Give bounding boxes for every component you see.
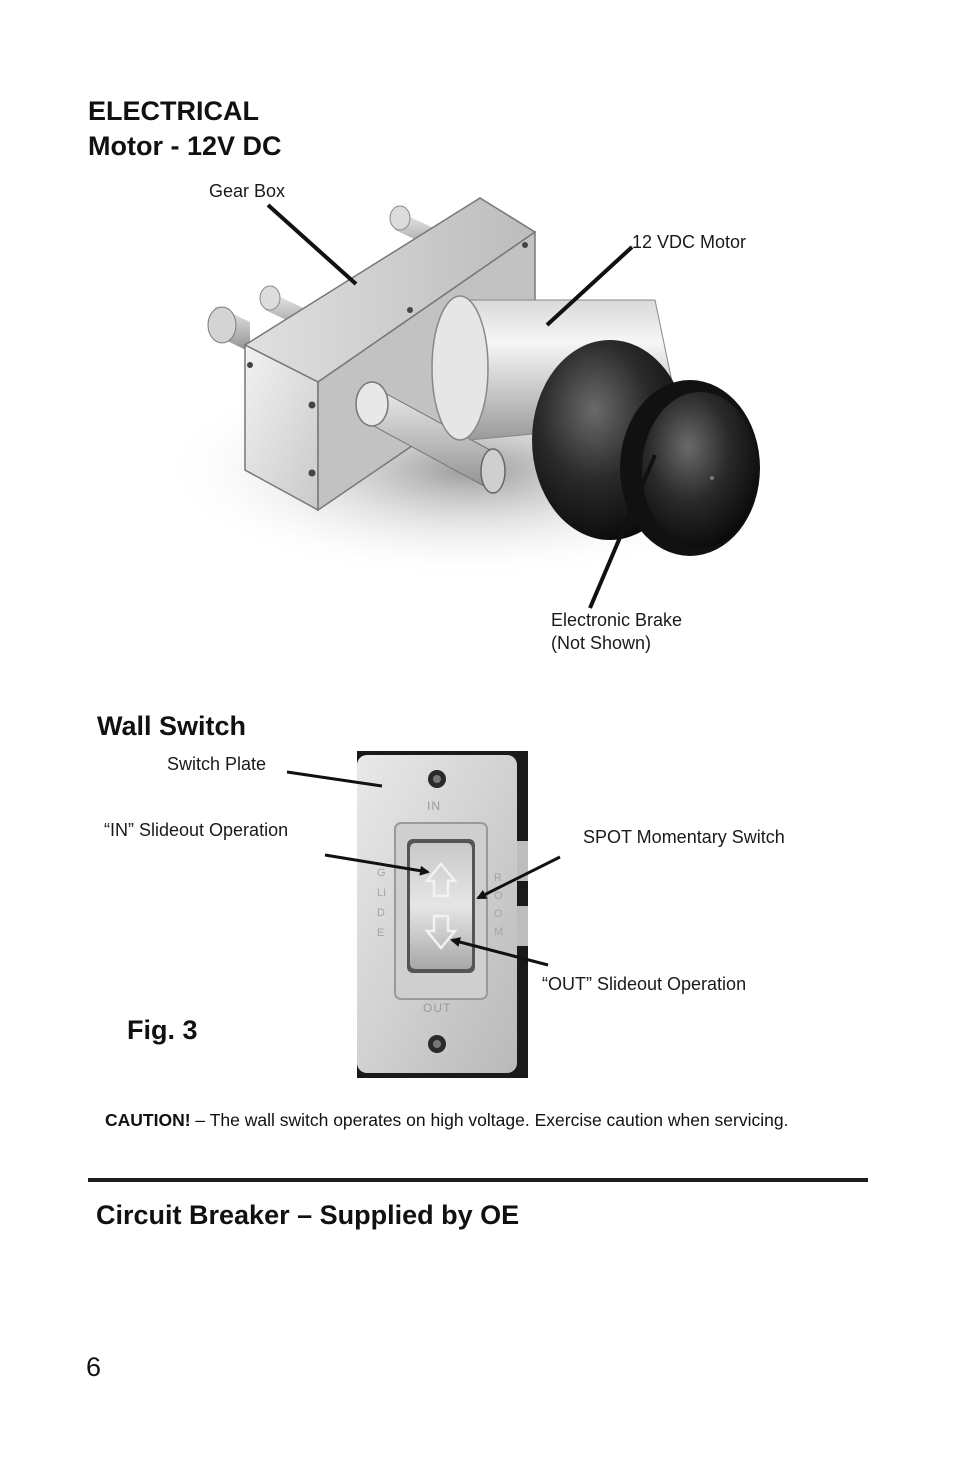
- label-spot-switch: SPOT Momentary Switch: [583, 827, 785, 847]
- out-arrow-icon: [424, 914, 458, 950]
- circuit-breaker-heading: Circuit Breaker – Supplied by OE: [96, 1200, 520, 1230]
- label-brake-line1: Electronic Brake: [551, 610, 683, 630]
- label-brake-line2: (Not Shown): [551, 633, 652, 653]
- section-divider: [88, 1178, 868, 1182]
- label-switch-plate: Switch Plate: [167, 754, 267, 774]
- caution-prefix: CAUTION!: [105, 1110, 191, 1130]
- heading-motor: Motor - 12V DC: [88, 131, 282, 161]
- motor-illustration: [160, 197, 780, 609]
- section-heading: ELECTRICAL Motor - 12V DC: [88, 94, 282, 164]
- wall-switch-photo: IN OUT GLIDE ROOM: [357, 751, 528, 1078]
- plate-text-in: IN: [427, 799, 441, 813]
- label-12vdc-motor: 12 VDC Motor: [632, 232, 747, 252]
- plate-text-room: ROOM: [494, 872, 504, 938]
- brake-leader: [588, 454, 657, 609]
- label-gear-box: Gear Box: [209, 181, 286, 201]
- plate-text-glide: GLIDE: [377, 867, 387, 939]
- label-electronic-brake: Electronic Brake (Not Shown): [551, 609, 682, 655]
- in-arrow-icon: [424, 862, 458, 898]
- figure-label: Fig. 3: [127, 1015, 198, 1045]
- heading-electrical: ELECTRICAL: [88, 96, 259, 126]
- motor-leader: [545, 245, 634, 327]
- caution-text: – The wall switch operates on high volta…: [190, 1110, 789, 1130]
- caution-note: CAUTION! – The wall switch operates on h…: [105, 1110, 788, 1131]
- page-number: 6: [86, 1352, 102, 1382]
- output-shaft: [355, 381, 506, 494]
- label-in-operation: “IN” Slideout Operation: [104, 820, 289, 840]
- wall-switch-heading: Wall Switch: [97, 711, 247, 741]
- gear-box-leader: [266, 203, 358, 286]
- brake-cap: [532, 340, 760, 556]
- switch-plate-drawing: [357, 755, 528, 1073]
- label-out-operation: “OUT” Slideout Operation: [542, 974, 747, 994]
- plate-text-out: OUT: [423, 1001, 452, 1015]
